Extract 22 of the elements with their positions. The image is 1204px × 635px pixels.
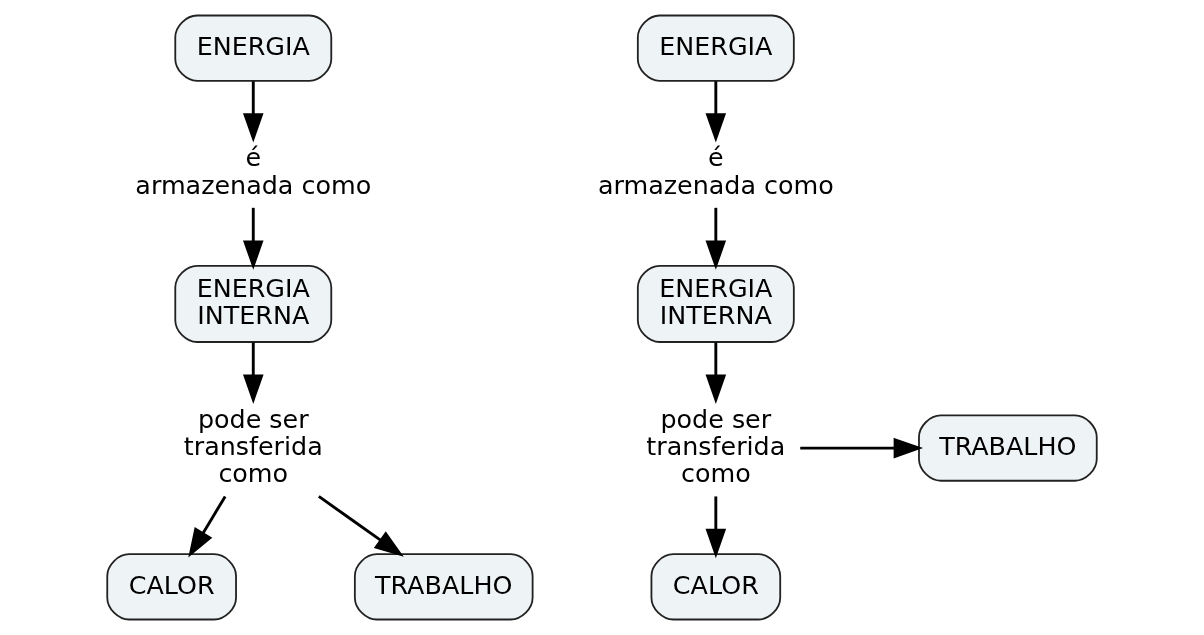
arrow (242, 342, 264, 404)
node-box: ENERGIA (636, 14, 795, 82)
node-box: CALOR (106, 553, 237, 621)
node-box: TRABALHO (353, 553, 534, 621)
arrow (242, 207, 264, 270)
arrow (242, 81, 264, 143)
arrow (705, 342, 727, 404)
arrow (800, 437, 924, 459)
node-text: é armazenada como (135, 142, 372, 200)
node-text: pode ser transferida como (183, 403, 323, 489)
node-box: ENERGIA INTERNA (174, 264, 333, 343)
arrow (705, 81, 727, 143)
arrow (318, 495, 404, 557)
node-text: pode ser transferida como (646, 403, 786, 489)
arrow (705, 207, 727, 270)
node-box: CALOR (650, 553, 782, 621)
arrow (188, 495, 227, 558)
node-text: é armazenada como (597, 142, 834, 200)
node-box: ENERGIA (174, 14, 333, 82)
node-box: TRABALHO (918, 414, 1098, 482)
arrow (705, 496, 727, 559)
node-box: ENERGIA INTERNA (636, 264, 795, 343)
